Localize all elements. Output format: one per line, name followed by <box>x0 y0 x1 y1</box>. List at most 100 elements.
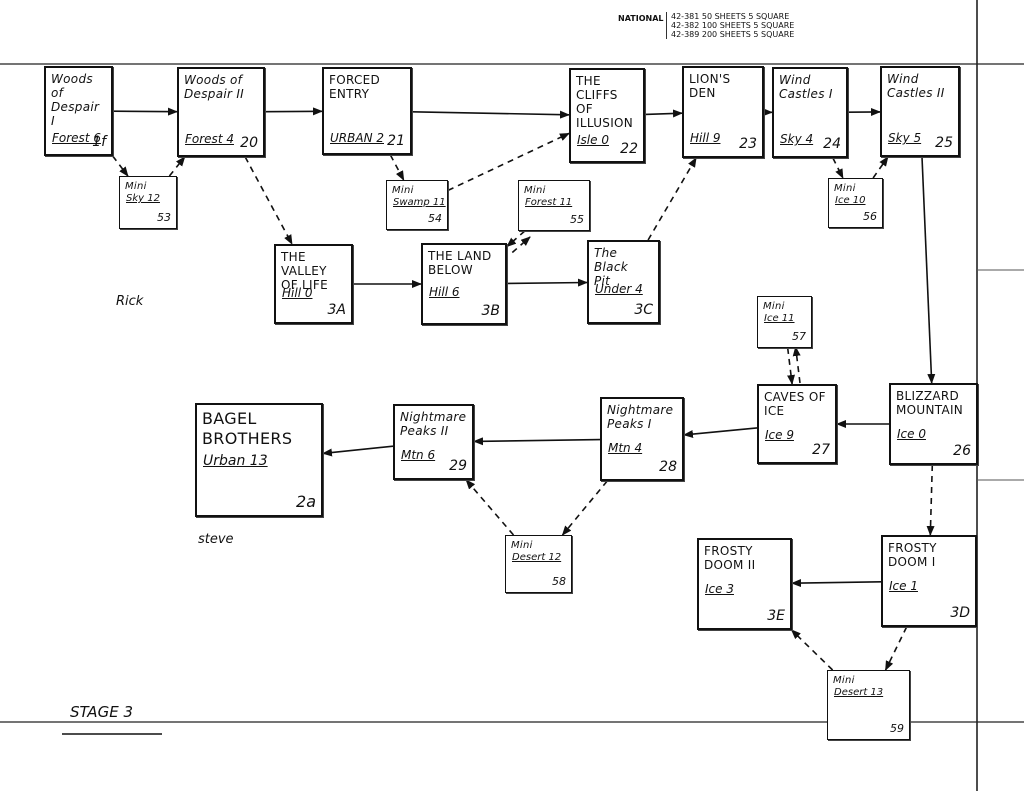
edge-59-to-3e <box>790 629 834 671</box>
edge-1f-to-53 <box>112 155 129 177</box>
edge-20-to-3a <box>244 156 293 245</box>
level-title: Mini <box>833 675 855 686</box>
edge-24-to-56 <box>832 157 844 179</box>
edge-27-to-28 <box>683 427 758 439</box>
level-terrain: Sky 5 <box>888 131 922 145</box>
level-number: 25 <box>935 135 953 151</box>
level-box-24: Wind Castles I Sky 4 24 <box>772 67 848 158</box>
level-number: 58 <box>552 575 566 588</box>
stage-label: STAGE 3 <box>70 703 133 721</box>
level-number: 20 <box>240 135 258 151</box>
edge-26-to-3d <box>926 464 935 536</box>
level-title: BLIZZARD MOUNTAIN <box>896 389 964 417</box>
level-title: Mini <box>524 185 546 196</box>
level-terrain: Sky 12 <box>126 193 160 204</box>
level-box-2a: BAGEL BROTHERS Urban 13 2a <box>195 403 323 517</box>
level-title: FROSTY DOOM I <box>888 541 937 569</box>
level-title: THE LAND BELOW <box>428 249 492 277</box>
level-title: Woods of Despair I <box>51 72 100 128</box>
level-number: 26 <box>953 443 971 459</box>
level-number: 55 <box>570 213 584 226</box>
level-title: Mini <box>392 185 414 196</box>
level-title: FORCED ENTRY <box>329 73 381 101</box>
level-terrain: Mtn 4 <box>608 441 643 455</box>
level-terrain: Swamp 11 <box>393 197 446 208</box>
level-title: THE VALLEY OF LIFE <box>281 250 328 292</box>
edges-layer <box>112 107 936 671</box>
sheet-spec-line: 42-382 100 SHEETS 5 SQUARE <box>671 21 795 30</box>
edge-57-to-27 <box>786 347 795 385</box>
edge-54-to-22 <box>447 132 570 192</box>
level-title: Mini <box>125 181 147 192</box>
level-number: 29 <box>449 458 467 474</box>
level-terrain: Under 4 <box>595 282 643 296</box>
edge-3b-to-55 <box>511 236 531 254</box>
sheet-spec-line: 42-389 200 SHEETS 5 SQUARE <box>671 30 795 39</box>
level-title: Wind Castles I <box>779 73 833 101</box>
level-terrain: Sky 4 <box>780 132 814 146</box>
level-number: 53 <box>157 211 171 224</box>
edge-28-to-29 <box>473 437 601 446</box>
edge-1f-to-20 <box>112 107 178 116</box>
level-number: 2a <box>296 492 316 511</box>
edge-56-to-25 <box>872 156 889 179</box>
level-terrain: Urban 13 <box>203 453 268 469</box>
edge-25-to-26 <box>921 156 936 384</box>
level-terrain: Ice 9 <box>765 428 794 442</box>
edge-3d-to-3e <box>791 579 882 588</box>
edge-55-to-3b <box>506 230 526 248</box>
level-number: 56 <box>863 210 877 223</box>
level-title: Nightmare Peaks II <box>400 410 467 438</box>
level-title: BAGEL BROTHERS <box>202 409 293 448</box>
edge-28-to-58 <box>561 480 608 536</box>
level-box-3b: THE LAND BELOW Hill 6 3B <box>421 243 507 325</box>
level-number: 3B <box>481 303 500 319</box>
level-box-25: Wind Castles II Sky 5 25 <box>880 66 960 157</box>
level-number: 57 <box>792 330 806 343</box>
level-terrain: Ice 3 <box>705 582 734 596</box>
level-terrain: Hill 6 <box>429 285 460 299</box>
level-number: 3A <box>327 302 346 318</box>
edge-53-to-20 <box>168 156 186 177</box>
level-terrain: Hill 0 <box>282 286 313 300</box>
level-number: 23 <box>739 136 757 152</box>
level-box-29: Nightmare Peaks II Mtn 6 29 <box>393 404 474 480</box>
level-box-23: LION'S DEN Hill 9 23 <box>682 66 764 158</box>
level-number: 3D <box>950 605 970 621</box>
level-terrain: URBAN 2 <box>330 131 384 145</box>
edge-27-to-57 <box>792 346 801 384</box>
level-title: THE CLIFFS OF ILLUSION <box>576 74 634 130</box>
level-terrain: Ice 10 <box>835 195 866 206</box>
level-number: 1f <box>92 134 106 150</box>
level-terrain: Mtn 6 <box>401 448 436 462</box>
level-terrain: Desert 13 <box>834 687 884 698</box>
level-terrain: Desert 12 <box>512 552 562 563</box>
level-number: 54 <box>428 212 442 225</box>
level-terrain: Hill 9 <box>690 131 721 145</box>
level-title: Wind Castles II <box>887 72 945 100</box>
level-title: Nightmare Peaks I <box>607 403 674 431</box>
label-steve: steve <box>198 532 234 547</box>
level-terrain: Ice 1 <box>889 579 918 593</box>
brand-logo: NATIONAL <box>618 14 664 23</box>
edge-58-to-29 <box>465 479 515 536</box>
edge-3d-to-59 <box>884 626 908 671</box>
level-number: 24 <box>823 136 841 152</box>
level-title: LION'S DEN <box>689 72 731 100</box>
level-number: 59 <box>890 722 904 735</box>
level-title: Mini <box>511 540 533 551</box>
level-title: The Black Pit <box>594 246 628 288</box>
edge-3c-to-23 <box>647 157 697 241</box>
